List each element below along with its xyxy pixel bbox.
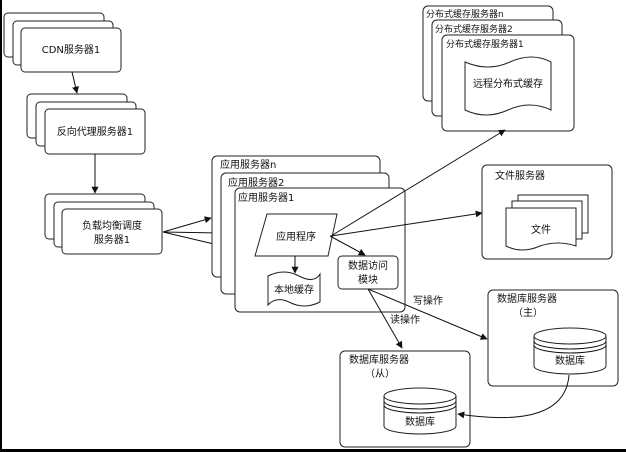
file-label: 文件 — [531, 223, 551, 236]
reverse-proxy-stack: 反向代理服务器1 — [26, 93, 146, 155]
remote-cache-label: 远程分布式缓存 — [473, 77, 543, 90]
db-master-cylinder — [533, 327, 607, 375]
db-slave-role: （从） — [365, 368, 395, 380]
db-slave-title: 数据库服务器 — [349, 353, 409, 366]
db-master-cylinder-top — [533, 327, 607, 345]
dist-cache-server-1-label: 分布式缓存服务器1 — [446, 38, 524, 50]
app-server-stack: 应用服务器n 应用服务器2 应用服务器1 应用程序 本地缓存 数据访问 模块 — [211, 155, 406, 313]
db-slave-server: 数据库服务器 （从） 数据库 — [339, 350, 471, 448]
reverse-proxy-label: 反向代理服务器1 — [57, 125, 133, 138]
edge-lb-to-app-2 — [162, 229, 221, 237]
edge-cdn-to-proxy — [71, 71, 79, 94]
db-slave-cylinder-ring-1 — [383, 400, 457, 410]
edge-app-to-dist-cache — [330, 129, 506, 237]
app-server-n-label: 应用服务器n — [220, 158, 276, 171]
local-cache-shape — [267, 271, 321, 307]
edge-label-write: 写操作 — [413, 294, 443, 307]
local-cache-label: 本地缓存 — [274, 283, 314, 296]
db-slave-db-label: 数据库 — [405, 415, 435, 428]
cdn-server-label: CDN服务器1 — [42, 43, 101, 56]
db-master-role: （主） — [513, 307, 543, 319]
load-balancer-1 — [61, 208, 163, 255]
cdn-server-1 — [20, 27, 122, 73]
edge-label-read: 读操作 — [390, 313, 420, 326]
db-master-db-label: 数据库 — [555, 354, 585, 367]
db-slave-cylinder-top — [383, 387, 457, 405]
dist-cache-server-n-label: 分布式缓存服务器n — [426, 8, 504, 20]
data-access-label-line2: 模块 — [358, 274, 378, 286]
db-master-server: 数据库服务器 （主） 数据库 — [487, 289, 619, 387]
db-slave-cylinder-body — [383, 396, 457, 435]
app-program-label: 应用程序 — [276, 230, 316, 243]
edge-read-from-slave — [367, 288, 403, 349]
edge-write-to-master — [367, 288, 488, 340]
edge-replication-master-to-slave — [457, 374, 570, 419]
app-program-shape — [254, 213, 338, 257]
data-access-label-line1: 数据访问 — [348, 259, 388, 272]
edge-lb-to-app-n — [162, 216, 212, 233]
file-server-title: 文件服务器 — [495, 169, 545, 182]
load-balancer-label-line2: 服务器1 — [94, 233, 130, 246]
db-master-cylinder-ring-1 — [533, 340, 607, 350]
db-master-title: 数据库服务器 — [497, 292, 557, 305]
dist-cache-stack: 分布式缓存服务器n 分布式缓存服务器2 分布式缓存服务器1 远程分布式缓存 — [422, 5, 575, 132]
remote-cache-shape — [464, 56, 552, 116]
app-server-1-label: 应用服务器1 — [238, 191, 294, 204]
db-master-cylinder-ring-2 — [533, 344, 607, 354]
file-doc-front — [505, 207, 577, 251]
file-server: 文件服务器 文件 — [481, 164, 613, 260]
db-master-cylinder-body — [533, 336, 607, 375]
load-balancer-label-line1: 负载均衡调度 — [82, 219, 142, 232]
dist-cache-server-2-label: 分布式缓存服务器2 — [435, 23, 513, 35]
edge-app-to-file-server — [330, 210, 483, 237]
load-balancer-stack: 负载均衡调度 服务器1 — [44, 193, 163, 255]
cdn-server-stack: CDN服务器1 — [3, 12, 122, 73]
db-slave-cylinder — [383, 387, 457, 435]
edge-app-to-data-access — [329, 235, 366, 256]
db-slave-cylinder-ring-2 — [383, 404, 457, 414]
app-server-2-label: 应用服务器2 — [228, 176, 284, 189]
